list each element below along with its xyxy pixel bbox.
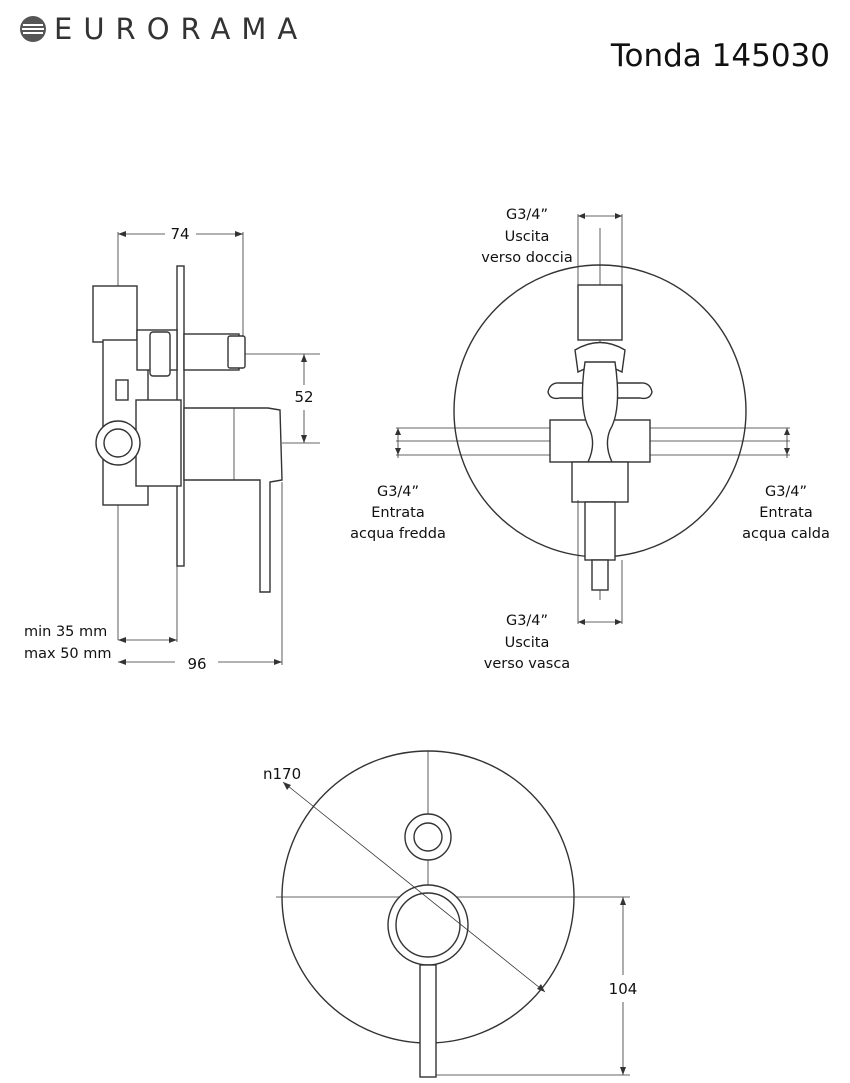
bottom-outlet-thread: G3/4”: [506, 613, 548, 629]
right-inlet-line2: acqua calda: [742, 526, 830, 542]
left-inlet-line1: Entrata: [371, 505, 424, 521]
product-title: Tonda 145030: [610, 38, 830, 74]
dim-74-label: 74: [170, 225, 189, 243]
rear-view: G3/4” Uscita verso doccia G3/4” Entrata …: [350, 207, 830, 672]
left-inlet-thread: G3/4”: [377, 484, 419, 500]
dim-52-label: 52: [294, 388, 313, 406]
side-view: 74 52 min 35 mm max 50 mm 96: [24, 225, 320, 673]
dim-96-label: 96: [187, 655, 206, 673]
height-label: 104: [609, 980, 638, 998]
bottom-outlet-line1: Uscita: [505, 635, 550, 651]
top-outlet-line1: Uscita: [505, 229, 550, 245]
brand-logo-icon: [20, 16, 46, 42]
brand-logo: EURORAMA: [18, 12, 308, 46]
front-view: n170 104: [263, 750, 638, 1078]
brand-logo-text: EURORAMA: [54, 12, 309, 46]
right-inlet-thread: G3/4”: [765, 484, 807, 500]
diameter-label: n170: [263, 765, 301, 783]
dim-min-label: min 35 mm: [24, 624, 107, 640]
top-outlet-line2: verso doccia: [481, 250, 572, 266]
top-outlet-thread: G3/4”: [506, 207, 548, 223]
dim-max-label: max 50 mm: [24, 646, 112, 662]
right-inlet-line1: Entrata: [759, 505, 812, 521]
bottom-outlet-line2: verso vasca: [484, 656, 570, 672]
left-inlet-line2: acqua fredda: [350, 526, 446, 542]
